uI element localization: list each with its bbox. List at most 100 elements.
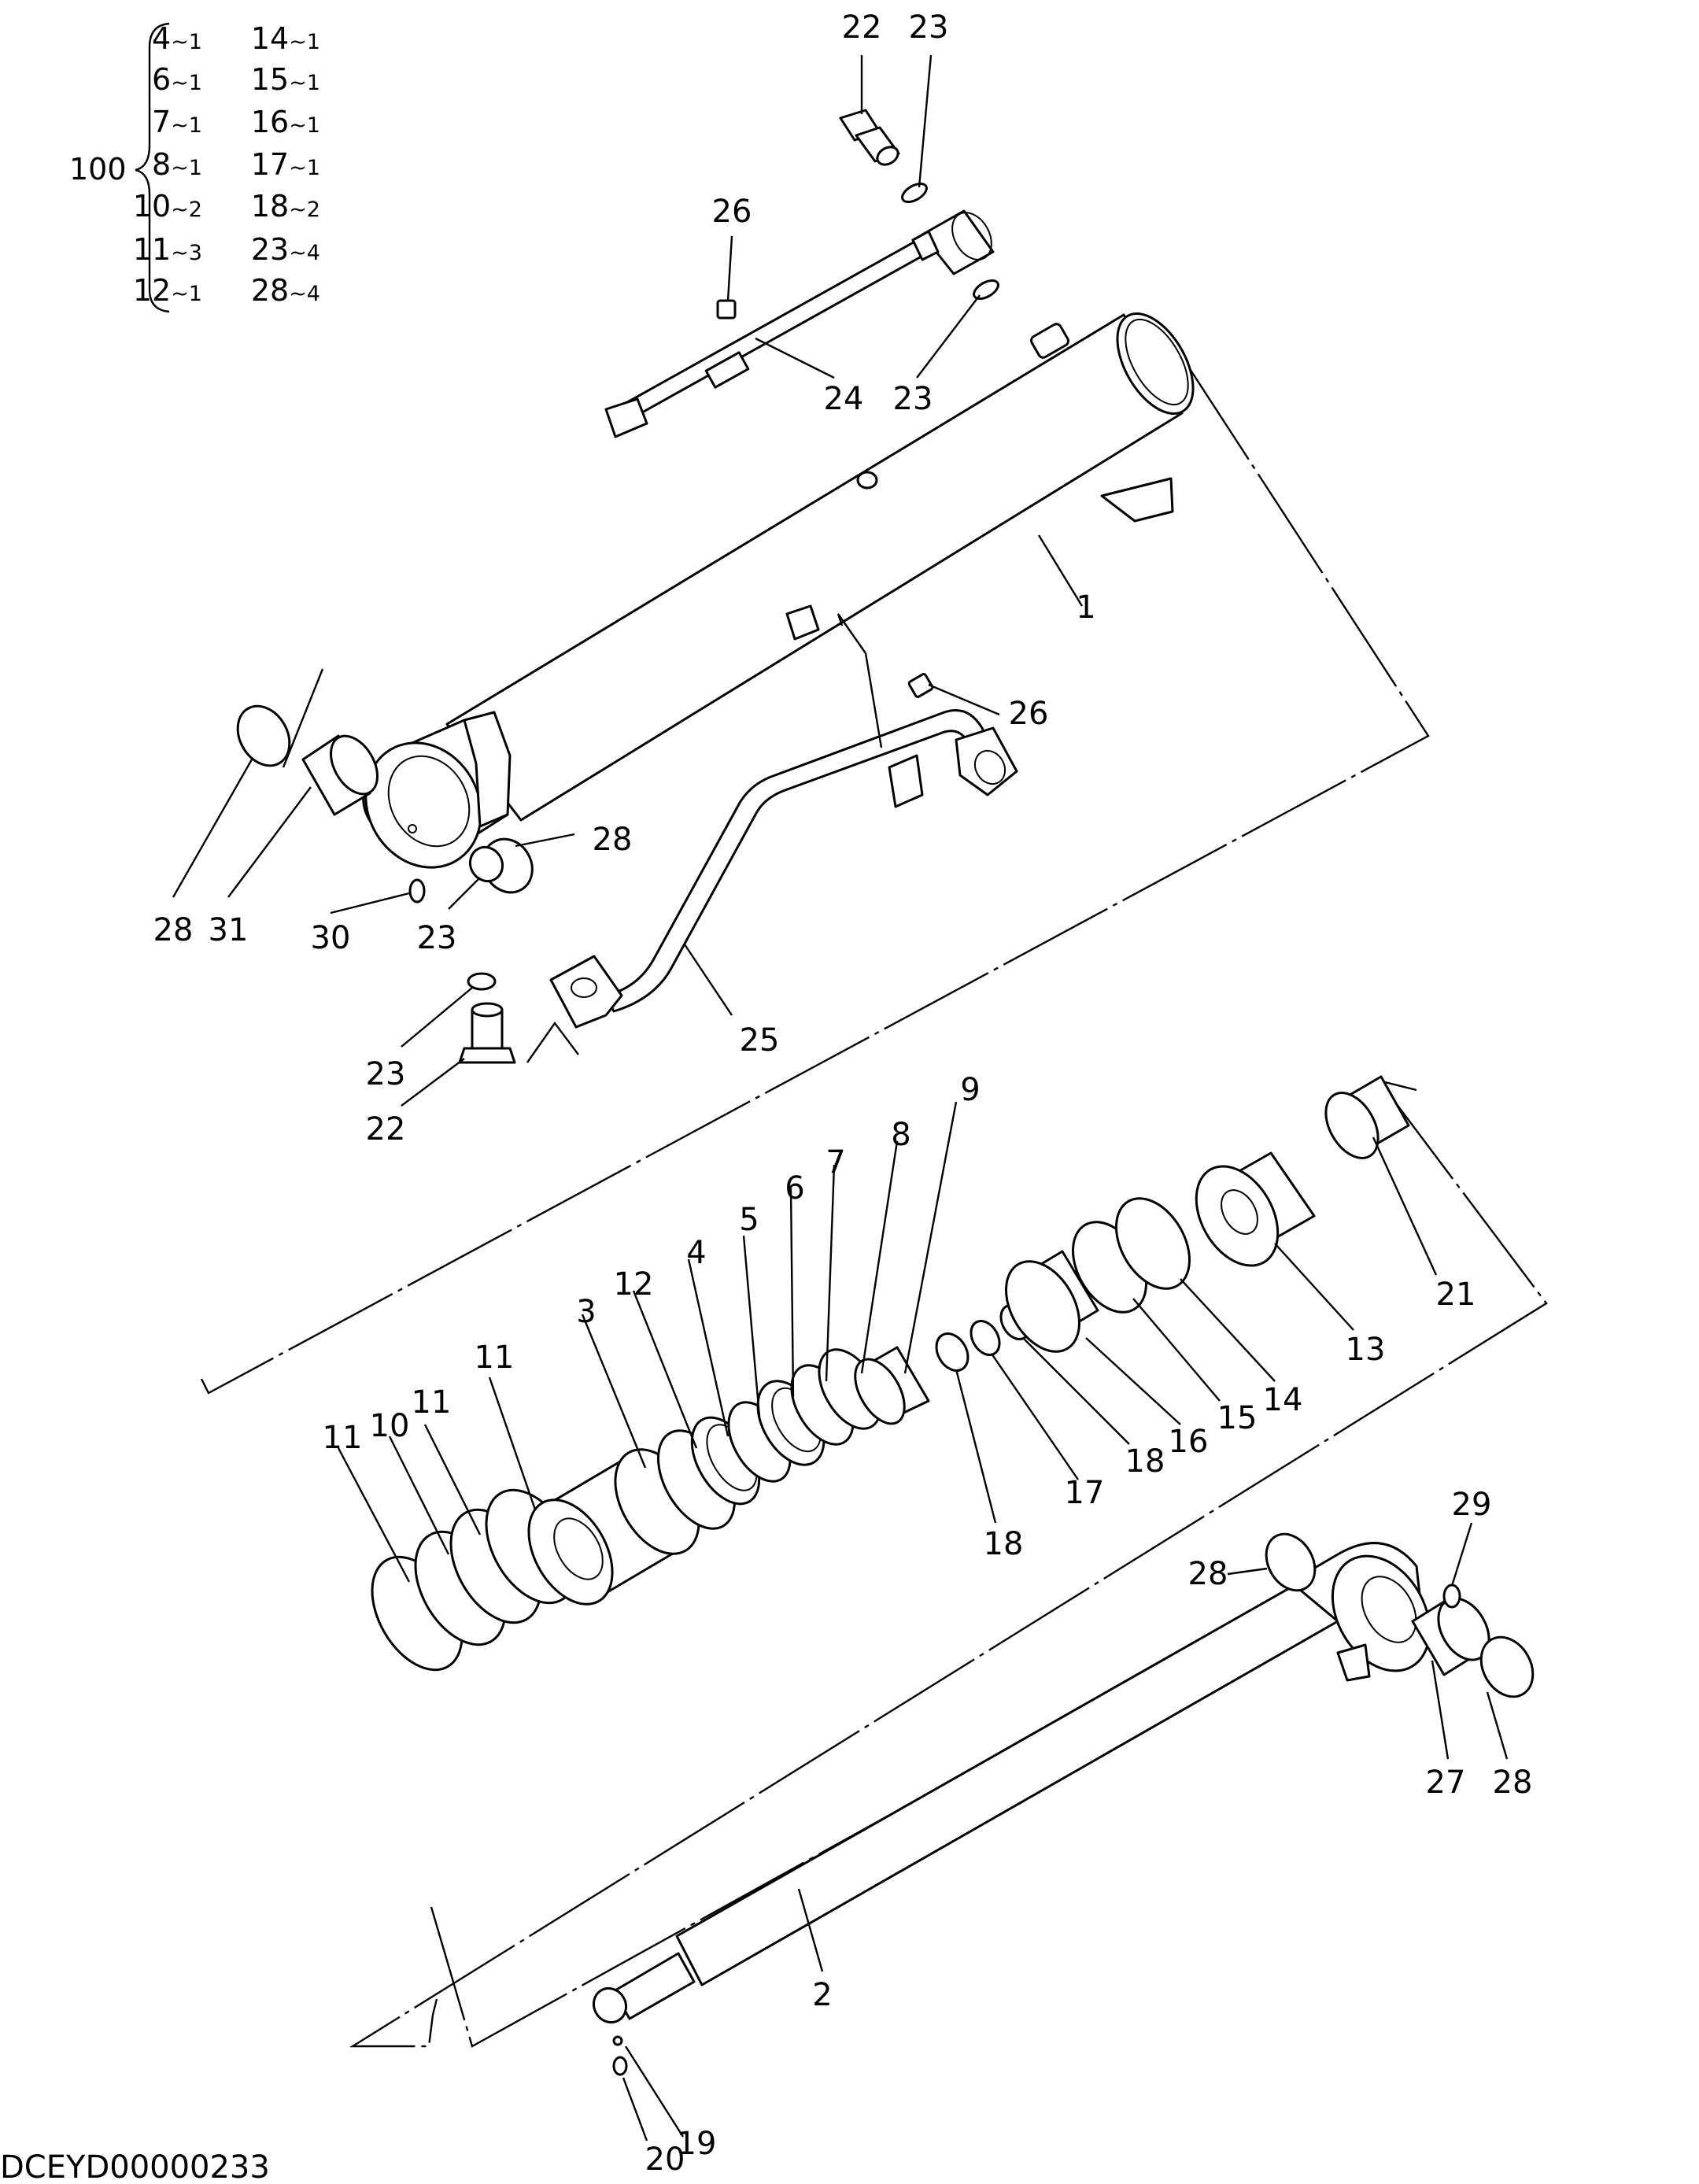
kit-row: 12~1 28~4 [133,273,320,308]
kit-quantity: ~1 [289,30,320,54]
callout-label: 13 [1346,1332,1386,1368]
callout-label: 19 [677,2126,717,2162]
callout-label: 22 [366,1111,406,1147]
o-ring-28-rod-left [1265,1532,1317,1592]
callout-label: 23 [417,920,457,956]
callout-label: 14 [1263,1382,1303,1418]
callout-label: 30 [311,920,351,956]
kit-part-number: 23 [251,232,289,267]
kit-part-number: 28 [251,273,289,308]
o-ring-28-rod-right [1479,1635,1535,1698]
callout-label: 12 [614,1266,654,1303]
head-seal-group [935,1075,1410,1372]
cylinder-tube [362,312,1195,869]
callout-label: 23 [893,381,933,417]
kit-part-number: 7 [152,105,171,139]
callout-label: 28 [1188,1556,1228,1592]
callout-label: 16 [1169,1424,1209,1460]
kit-part-number: 17 [251,147,289,182]
piston-rod [592,1542,1431,2024]
ball-19 [612,2035,623,2046]
callout-label: 20 [645,2142,685,2178]
pipe-upper [604,209,995,438]
plug-26-top [716,299,737,320]
callout-label: 4 [686,1235,706,1271]
callout-label: 7 [825,1144,845,1181]
callout-label: 11 [475,1340,515,1376]
callout-label: 22 [842,9,882,46]
kit-quantity: ~1 [289,113,320,138]
o-ring-23-lower [467,972,497,991]
grease-nipple-30 [408,878,426,904]
kit-quantity: ~1 [171,156,202,180]
set-screw-20 [612,2056,628,2076]
kit-part-number: 15 [251,62,289,97]
callout-label: 28 [593,822,633,858]
callout-label: 5 [739,1202,759,1238]
callout-label: 23 [909,9,949,46]
kit-part-number: 16 [251,105,289,139]
pipe-lower [549,604,1018,1029]
callout-label: 17 [1065,1475,1105,1511]
callout-label: 24 [824,381,864,417]
tube-boundary-line [200,360,1430,1395]
callout-label: 9 [960,1072,980,1108]
callout-label: 28 [1493,1765,1533,1801]
kit-quantity: ~1 [289,156,320,180]
kit-quantity: ~4 [289,282,320,306]
callout-label: 8 [891,1117,910,1153]
callout-label: 23 [366,1056,406,1092]
leader-lines [172,54,1509,2142]
kit-part-number: 12 [133,273,171,308]
callout-label: 18 [1125,1443,1165,1480]
callout-label: 18 [984,1526,1024,1562]
kit-quantity: ~1 [171,71,202,95]
kit-quantity: ~2 [289,198,320,222]
head-boundary-line [349,1084,1548,2048]
kit-quantity: ~4 [289,241,320,265]
kit-number: 100 [69,152,127,187]
callout-label: 3 [576,1294,596,1330]
o-ring-28-left [236,704,291,767]
kit-brace [135,22,170,313]
kit-part-number: 4 [152,21,171,56]
bushing-31 [301,734,379,816]
piston-seal-group [371,1346,930,1672]
callout-label: 26 [1009,696,1049,732]
callout-label: 11 [412,1384,452,1421]
kit-part-number: 14 [251,21,289,56]
o-ring-23-left [468,845,504,883]
callout-label: 27 [1426,1765,1466,1801]
o-ring-23-mid [973,279,999,301]
kit-part-number: 10 [133,189,171,224]
callout-label: 10 [370,1408,410,1444]
union-bolt-upper [839,109,900,166]
kit-quantity: ~1 [289,71,320,95]
callout-label: 15 [1217,1400,1258,1436]
kit-quantity: ~3 [171,241,202,265]
callout-label: 1 [1076,589,1095,626]
callout-label: 25 [740,1022,780,1059]
kit-part-number: 6 [152,62,171,97]
kit-part-number: 8 [152,147,171,182]
callout-label: 29 [1452,1487,1492,1523]
grease-nipple-29 [1442,1583,1461,1609]
callout-label: 2 [812,1977,832,2013]
boundary-lines [200,360,1548,2048]
plug-26-mid [907,673,934,698]
kit-quantity: ~1 [171,282,202,306]
callout-label: 28 [153,912,194,948]
kit-quantity: ~2 [171,198,202,222]
union-bolt-lower [458,1002,516,1064]
bushing-boundary-line [1384,1081,1417,1092]
callout-label: 11 [323,1420,363,1456]
